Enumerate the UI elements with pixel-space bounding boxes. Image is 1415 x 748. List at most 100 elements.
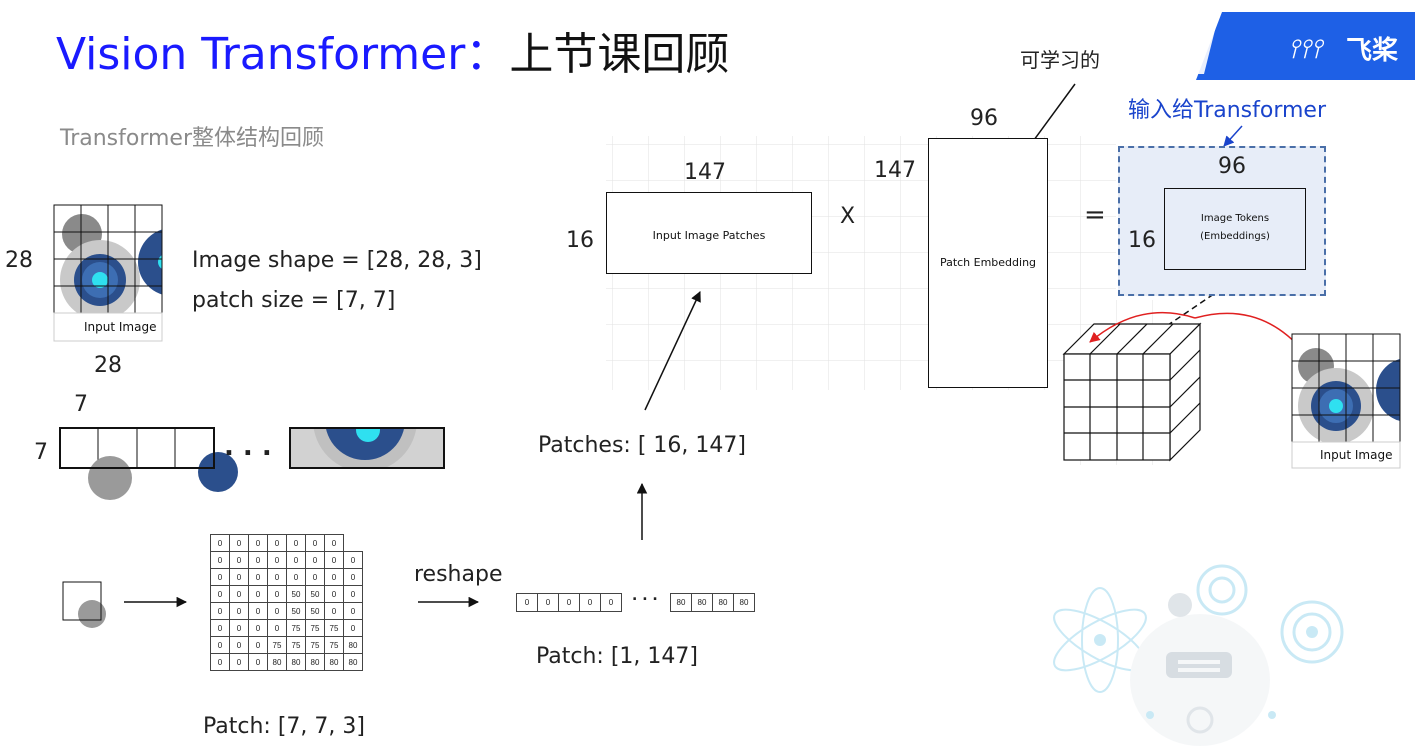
matrix-cell: 75 <box>267 636 287 654</box>
image-tokens-sublabel: (Embeddings) <box>1200 231 1270 242</box>
matrix-cell: 0 <box>343 568 363 586</box>
matrix-cell: 75 <box>286 636 306 654</box>
matrix-row: 0 <box>210 636 230 654</box>
matrix-row: 0 <box>210 602 230 620</box>
matrix-cell: 0 <box>286 568 306 586</box>
matrix-cell: 80 <box>305 653 325 671</box>
matrix-cell: 50 <box>286 602 306 620</box>
image-tokens-label: Image Tokens <box>1200 213 1270 224</box>
matrix-cell: 80 <box>733 593 755 612</box>
matrix-cell: 0 <box>229 602 249 620</box>
matrix-row: 0 <box>210 585 230 603</box>
matrix-cell: 0 <box>537 593 559 612</box>
input-image-thumbnail <box>54 205 162 313</box>
arrow-input-to-transformer <box>1223 125 1243 147</box>
matrix-cell: 0 <box>229 534 249 552</box>
matrix-cell: 0 <box>305 568 325 586</box>
matrix-cell: 0 <box>267 585 287 603</box>
matrix-cell: 0 <box>210 653 230 671</box>
patches-cols-label: 147 <box>684 160 726 185</box>
matrix-cell: 0 <box>305 551 325 569</box>
paddle-logo-icon: ⫯⫯⫯ <box>1196 12 1415 80</box>
patch-strip-dots: . . . <box>224 432 272 462</box>
output-image-grid <box>1291 333 1401 443</box>
matrix-cell: 0 <box>267 619 287 637</box>
input-to-transformer-label: 输入给Transformer <box>1128 98 1327 123</box>
patch-embedding-label: Patch Embedding <box>939 256 1037 269</box>
matrix-row: 0 <box>210 568 230 586</box>
matrix-cell: 0 <box>558 593 580 612</box>
embedding-cols-label: 96 <box>970 106 998 131</box>
matrix-cell: 0 <box>229 551 249 569</box>
matrix-row: 0 <box>210 619 230 637</box>
matrix-cell: 0 <box>210 602 230 620</box>
patch-embedding-box: Patch Embedding <box>928 138 1048 388</box>
page-title: Vision Transformer：上节课回顾 <box>56 18 729 82</box>
matrix-cell: 0 <box>248 636 268 654</box>
matrix-cell: 0 <box>248 568 268 586</box>
matrix-cell: 50 <box>286 585 306 603</box>
matrix-cell: 75 <box>305 636 325 654</box>
matrix-cell: 0 <box>267 534 287 552</box>
matrix-cell: 0 <box>267 551 287 569</box>
token-cube <box>1062 322 1202 462</box>
matrix-cell: 0 <box>267 568 287 586</box>
matrix-cell: 80 <box>670 593 692 612</box>
matrix-cell: 0 <box>210 534 230 552</box>
input-image-patches-label: Input Image Patches <box>652 229 766 242</box>
matrix-cell: 0 <box>248 602 268 620</box>
patch-strip-left-label: 7 <box>34 440 48 465</box>
matrix-cell: 0 <box>248 619 268 637</box>
matrix-cell: 75 <box>324 636 344 654</box>
multiply-sign: X <box>840 204 856 229</box>
matrix-cell: 50 <box>305 602 325 620</box>
red-arrow-to-cube <box>1089 311 1196 343</box>
matrix-row: 0 <box>210 551 230 569</box>
matrix-cell: 0 <box>324 585 344 603</box>
output-image-thumbnail <box>1292 334 1400 442</box>
matrix-cell: 0 <box>210 636 230 654</box>
matrix-cell: 0 <box>343 585 363 603</box>
learnable-label: 可学习的 <box>1020 48 1100 72</box>
matrix-cell: 0 <box>210 551 230 569</box>
matrix-cell: 0 <box>229 619 249 637</box>
image-shape-text: Image shape = [28, 28, 3] <box>192 248 482 273</box>
matrix-cell: 75 <box>286 619 306 637</box>
matrix-cell: 50 <box>305 585 325 603</box>
matrix-cell: 0 <box>229 653 249 671</box>
robot-decoration-icon <box>1053 564 1344 746</box>
input-image-caption: Input Image <box>84 320 157 334</box>
matrix-cell: 0 <box>248 551 268 569</box>
matrix-cell: 80 <box>267 653 287 671</box>
patch-matrix-caption: Patch: [7, 7, 3] <box>203 714 365 739</box>
reshape-label: reshape <box>414 562 503 587</box>
equals-sign: = <box>1084 200 1106 230</box>
matrix-cell: 0 <box>324 534 344 552</box>
matrix-cell: 0 <box>600 593 622 612</box>
svg-text:⫯⫯⫯: ⫯⫯⫯ <box>1288 34 1325 64</box>
page-title-cn: 上节课回顾 <box>509 29 730 80</box>
input-image-caption-bg <box>53 312 163 342</box>
reshape-row-dots: . . . <box>632 588 658 604</box>
matrix-cell: 0 <box>324 568 344 586</box>
single-patch <box>62 581 106 628</box>
matrix-cell: 80 <box>343 636 363 654</box>
matrix-cell: 0 <box>210 619 230 637</box>
tokens-cols-label: 96 <box>1218 154 1246 179</box>
patches-rows-label: 16 <box>566 228 594 253</box>
image-tokens-box: Image Tokens (Embeddings) <box>1164 188 1306 270</box>
matrix-cell: 80 <box>343 653 363 671</box>
patch-strip-top-label: 7 <box>74 392 88 417</box>
matrix-cell: 0 <box>229 585 249 603</box>
